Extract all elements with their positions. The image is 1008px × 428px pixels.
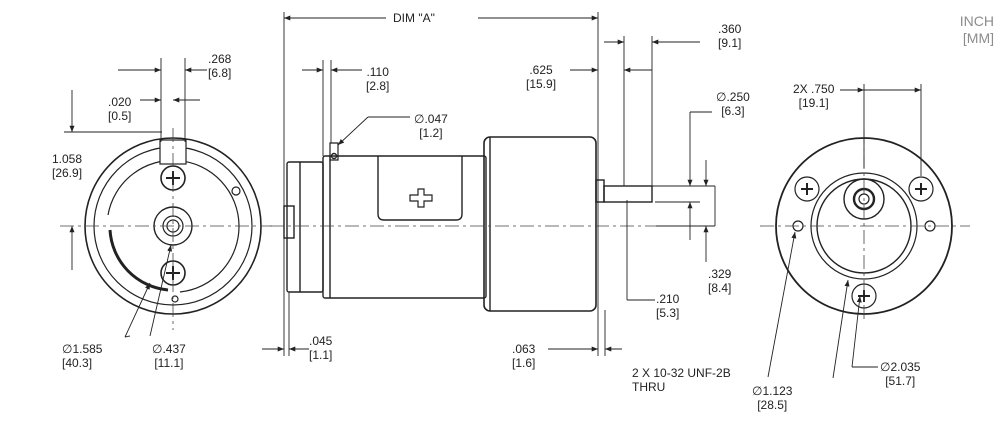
side-view-dimensions — [262, 12, 716, 356]
dim-045: .045 [1.1] — [309, 334, 332, 362]
dim-210-mm: [5.3] — [656, 306, 680, 320]
units-legend: INCH [MM] — [960, 13, 994, 47]
dim-268-mm: [6.8] — [208, 66, 232, 80]
dim-1123-in: ∅1.123 — [752, 384, 793, 398]
dim-750-in: 2X .750 — [793, 82, 835, 96]
dim-2035: ∅2.035 [51.7] — [880, 360, 920, 388]
dim-1058-in: 1.058 — [52, 152, 83, 166]
dim-210-in: .210 — [656, 292, 680, 306]
dim-1123: ∅1.123 [28.5] — [752, 384, 792, 412]
dim-1058: 1.058 [26.9] — [52, 152, 83, 180]
dim-625: .625 [15.9] — [526, 63, 556, 91]
dim-063: .063 [1.6] — [512, 342, 535, 370]
dim-1585-mm: [40.3] — [62, 356, 93, 370]
dim-110-mm: [2.8] — [366, 79, 390, 93]
side-view — [283, 136, 653, 312]
dim-020-in: .020 — [108, 95, 132, 109]
thread-note-line2: THRU — [632, 380, 666, 394]
dim-1585: ∅1.585 [40.3] — [62, 342, 102, 370]
dim-045-in: .045 — [309, 334, 333, 348]
dim-2035-in: ∅2.035 — [880, 360, 921, 374]
dim-437: ∅.437 [11.1] — [152, 342, 186, 370]
dim-360-in: .360 — [718, 22, 742, 36]
dim-1585-in: ∅1.585 — [62, 342, 103, 356]
dim-750: 2X .750 [19.1] — [793, 82, 834, 110]
dim-250-mm: [6.3] — [721, 104, 745, 118]
thread-note-line1: 2 X 10-32 UNF-2B — [632, 366, 731, 380]
dim-210: .210 [5.3] — [656, 292, 679, 320]
dim-020-mm: [0.5] — [108, 109, 132, 123]
dim-1058-mm: [26.9] — [52, 166, 83, 180]
right-view-dimensions — [767, 84, 922, 379]
dim-268: .268 [6.8] — [208, 52, 231, 80]
dim-110-in: .110 — [366, 65, 389, 79]
dim-360: .360 [9.1] — [718, 22, 741, 50]
dim-047-in: ∅.047 — [414, 112, 448, 126]
dim-250-in: ∅.250 — [716, 90, 750, 104]
dim-2035-mm: [51.7] — [885, 374, 916, 388]
dim-437-in: ∅.437 — [152, 342, 186, 356]
dim-110: .110 [2.8] — [366, 65, 389, 93]
left-view-centerlines — [60, 128, 272, 330]
dim-063-in: .063 — [512, 342, 536, 356]
dim-047: ∅.047 [1.2] — [414, 112, 448, 140]
dim-268-in: .268 — [208, 52, 232, 66]
thread-note: 2 X 10-32 UNF-2B THRU — [632, 366, 731, 394]
dim-047-mm: [1.2] — [419, 126, 443, 140]
dim-a-label: DIM "A" — [391, 11, 437, 25]
dim-1123-mm: [28.5] — [757, 398, 788, 412]
dim-329-mm: [8.4] — [708, 281, 732, 295]
dim-625-mm: [15.9] — [526, 77, 557, 91]
left-view-dimensions — [64, 58, 207, 338]
dim-437-mm: [11.1] — [154, 356, 184, 370]
units-secondary: [MM] — [962, 30, 994, 46]
dim-020: .020 [0.5] — [108, 95, 131, 123]
dim-329-in: .329 — [708, 267, 732, 281]
dim-750-mm: [19.1] — [798, 96, 829, 110]
dim-360-mm: [9.1] — [718, 36, 742, 50]
dim-045-mm: [1.1] — [309, 348, 333, 362]
dim-329: .329 [8.4] — [708, 267, 731, 295]
dim-250: ∅.250 [6.3] — [716, 90, 750, 118]
dim-625-in: .625 — [529, 63, 553, 77]
units-primary: INCH — [959, 13, 994, 29]
dim-063-mm: [1.6] — [512, 356, 536, 370]
